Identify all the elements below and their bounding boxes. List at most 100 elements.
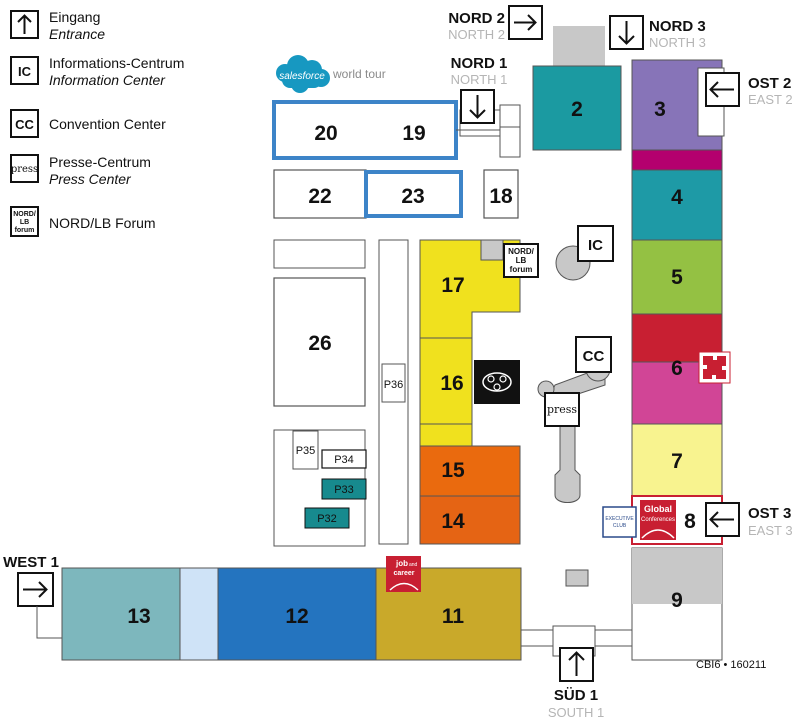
gate-ost2[interactable]: OST 2 EAST 2 — [705, 72, 793, 107]
executive-line2: CLUB — [613, 523, 627, 529]
pavilion-p36-label: P36 — [384, 379, 404, 391]
legend: Eingang Entrance IC Informations-Centrum… — [10, 9, 184, 237]
hall-12: 12 — [217, 567, 377, 661]
legend-info-box — [10, 56, 39, 85]
gate-ost2-label-en: EAST 2 — [748, 92, 793, 107]
arrow-right-icon — [23, 581, 48, 598]
hall-3-band — [631, 149, 723, 171]
legend-convention-box — [10, 109, 39, 138]
hall-23-label: 23 — [401, 185, 424, 208]
legend-press-label: Presse-Centrum — [49, 154, 151, 170]
hall-22-label: 22 — [308, 185, 331, 208]
press-marker-label: press — [547, 403, 577, 416]
legend-forum-box — [10, 206, 39, 237]
hall-13-label: 13 — [127, 605, 150, 628]
hall-22: 22 — [273, 169, 367, 219]
cloud-icon — [276, 55, 330, 93]
gate-sud1-label: SÜD 1 — [554, 687, 598, 704]
gate-nord1-label-en: NORTH 1 — [451, 72, 508, 87]
press-center: press — [544, 392, 580, 427]
pavilion-p34-label: P34 — [334, 454, 354, 466]
arrow-left-icon — [709, 511, 734, 528]
north-2-building — [553, 26, 605, 66]
hall-19-label: 19 — [402, 122, 425, 145]
legend-info-label: Informations-Centrum — [49, 55, 184, 71]
gate-nord1[interactable]: NORD 1 NORTH 1 — [451, 55, 508, 124]
arrow-left-icon — [709, 81, 734, 98]
hall-26: 26 — [273, 277, 366, 407]
legend-press-label-en: Press Center — [49, 171, 132, 187]
legend-info-label-en: Information Center — [49, 72, 166, 88]
hall-14: 14 — [419, 495, 521, 545]
cc-marker-label: CC — [583, 348, 605, 365]
legend-press-symbol: press — [11, 164, 38, 175]
hall-26-label: 26 — [308, 332, 331, 355]
walkway-p36: P36 — [378, 239, 409, 545]
hall-14-label: 14 — [441, 510, 465, 533]
gate-west1[interactable]: WEST 1 — [3, 554, 62, 639]
gate-nord1-label: NORD 1 — [451, 55, 508, 72]
legend-convention: CC Convention Center — [10, 109, 166, 138]
small-grey-building — [565, 569, 589, 587]
hall-2-label: 2 — [571, 98, 583, 121]
gate-nord2[interactable]: NORD 2 NORTH 2 — [448, 5, 543, 42]
arrow-up-icon — [17, 14, 32, 34]
map-footnote: CBI6 • 160211 — [696, 659, 766, 671]
hall-8-label: 8 — [684, 510, 696, 533]
legend-forum-line1: NORD/ — [13, 211, 36, 218]
hall-18: 18 — [483, 169, 519, 219]
arrow-up-icon — [568, 651, 585, 676]
hall-5: 5 — [631, 239, 723, 315]
gate-ost3[interactable]: OST 3 EAST 3 — [705, 502, 793, 538]
gate-ost2-label: OST 2 — [748, 75, 791, 92]
info-center: IC — [555, 225, 614, 281]
hall-23: 23 — [364, 170, 463, 218]
hall-16: 16 — [419, 337, 473, 447]
hall-2: 2 — [532, 65, 622, 151]
job-line2: and — [409, 562, 418, 568]
hall-3-label: 3 — [654, 98, 666, 121]
gate-nord3-label: NORD 3 — [649, 18, 706, 35]
forum-line3: forum — [510, 265, 533, 274]
hall-9: 9 — [631, 547, 723, 661]
legend-convention-symbol: CC — [15, 117, 34, 132]
job-line3: career — [393, 570, 414, 577]
hall-17-label: 17 — [441, 274, 464, 297]
gate-nord2-label-en: NORTH 2 — [448, 27, 505, 42]
executive-line1: EXECUTIVE — [605, 516, 634, 522]
hall-6-label: 6 — [671, 357, 683, 380]
gate-nord3[interactable]: NORD 3 NORTH 3 — [609, 15, 706, 50]
hall-17: 17 — [419, 239, 521, 339]
hall-20-label: 20 — [314, 122, 337, 145]
gate-sud1[interactable]: SÜD 1 SOUTH 1 — [548, 647, 604, 720]
job-and-career-badge: job and career — [386, 556, 421, 592]
nord-lb-forum-marker: NORD/ LB forum — [503, 243, 539, 278]
legend-forum: NORD/ LB forum NORD/LB Forum — [10, 206, 156, 237]
hall-11-label: 11 — [442, 605, 465, 628]
hall-18-label: 18 — [489, 185, 513, 208]
pavilion-p33-label: P33 — [334, 484, 354, 496]
global-conferences-badge: Global Conferences — [640, 500, 676, 540]
global-line1: Global — [644, 504, 672, 514]
legend-info-symbol: IC — [18, 64, 32, 79]
legend-forum-label: NORD/LB Forum — [49, 215, 156, 231]
hall-15: 15 — [419, 445, 521, 497]
legend-forum-line2: LB — [20, 219, 29, 226]
legend-entrance-label: Eingang — [49, 9, 100, 25]
hall-15-label: 15 — [441, 459, 465, 482]
legend-info: IC Informations-Centrum Information Cent… — [10, 55, 184, 88]
ic-marker-label: IC — [588, 237, 603, 254]
arrow-down-icon — [618, 21, 635, 45]
salesforce-brand: salesforce — [279, 71, 325, 82]
executive-club-badge: EXECUTIVE CLUB — [602, 506, 637, 538]
job-line1: job — [395, 559, 408, 568]
pavilion-p32-label: P32 — [317, 513, 337, 525]
puzzle-logo-icon — [698, 351, 731, 384]
legend-entrance: Eingang Entrance — [10, 9, 105, 42]
legend-convention-label: Convention Center — [49, 116, 166, 132]
gate-nord3-label-en: NORTH 3 — [649, 35, 706, 50]
salesforce-logo: salesforce world tour — [276, 55, 386, 93]
legend-press: press Presse-Centrum Press Center — [10, 154, 151, 187]
pavilion-p35-label: P35 — [296, 445, 316, 457]
